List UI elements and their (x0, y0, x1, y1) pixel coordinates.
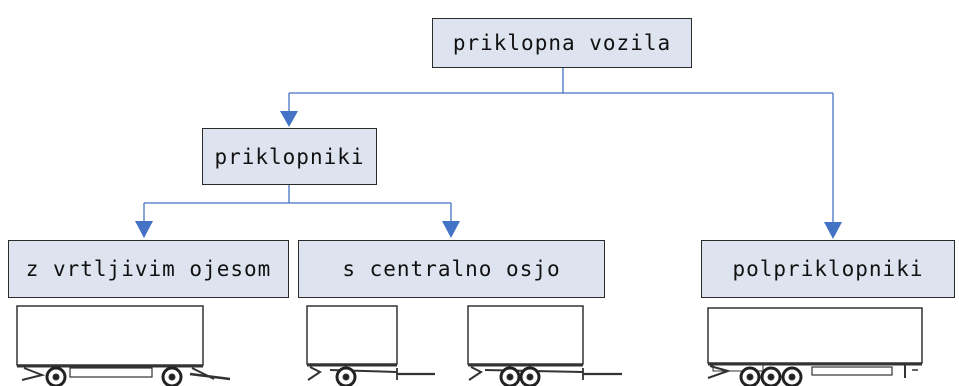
central-axle-trailer-2-icon (467, 305, 622, 386)
central-axle-trailer-1-icon (306, 305, 435, 386)
arrow-to-priklopniki (280, 111, 298, 127)
connector-root (288, 68, 834, 223)
arrow-to-vrtljivo-oje (135, 221, 153, 238)
node-polpriklopniki: polpriklopniki (701, 240, 955, 298)
node-priklopniki: priklopniki (202, 128, 377, 185)
semi-trailer-icon (707, 307, 923, 386)
node-priklopna-vozila: priklopna vozila (432, 18, 692, 68)
node-z-vrtljivim-ojesom: z vrtljivim ojesom (8, 240, 289, 298)
connector-priklopniki (143, 185, 452, 222)
arrow-to-polpriklopniki (824, 222, 842, 239)
arrow-to-centralna-os (442, 221, 460, 238)
node-s-centralno-osjo: s centralno osjo (298, 240, 605, 298)
drawbar-trailer-icon (16, 305, 231, 386)
